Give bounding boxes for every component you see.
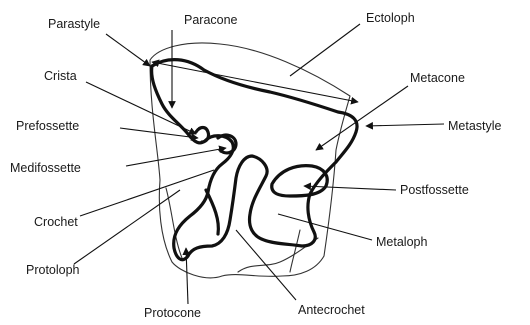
leader-medifossette — [126, 148, 226, 166]
label-crista: Crista — [44, 69, 77, 83]
label-parastyle: Parastyle — [48, 17, 100, 31]
occlusal-outline — [152, 60, 357, 260]
label-postfossette: Postfossette — [400, 183, 469, 197]
leader-postfossette — [304, 186, 396, 190]
label-prefossette: Prefossette — [16, 119, 79, 133]
leader-metacone — [316, 86, 408, 150]
labels: Parastyle Paracone Ectoloph Crista Metac… — [10, 11, 502, 320]
leader-protoloph — [74, 190, 180, 264]
leader-crochet — [80, 170, 214, 216]
leader-metastyle — [366, 124, 444, 126]
label-antecrochet: Antecrochet — [298, 303, 365, 317]
leader-lines — [74, 24, 444, 304]
leader-ectoloph — [290, 24, 360, 76]
label-medifossette: Medifossette — [10, 161, 81, 175]
leader-metaloph — [278, 214, 372, 240]
label-crochet: Crochet — [34, 215, 78, 229]
prefossette-outline — [196, 128, 209, 143]
leader-crista — [86, 82, 196, 134]
protoloph-fold — [206, 190, 218, 234]
label-paracone: Paracone — [184, 13, 238, 27]
label-metastyle: Metastyle — [448, 119, 502, 133]
label-protocone: Protocone — [144, 306, 201, 320]
label-protoloph: Protoloph — [26, 263, 80, 277]
label-metaloph: Metaloph — [376, 235, 427, 249]
tooth-drawing — [150, 43, 357, 278]
leader-parastyle — [106, 34, 150, 66]
cingulum-outline — [150, 43, 350, 278]
label-ectoloph: Ectoloph — [366, 11, 415, 25]
label-metacone: Metacone — [410, 71, 465, 85]
